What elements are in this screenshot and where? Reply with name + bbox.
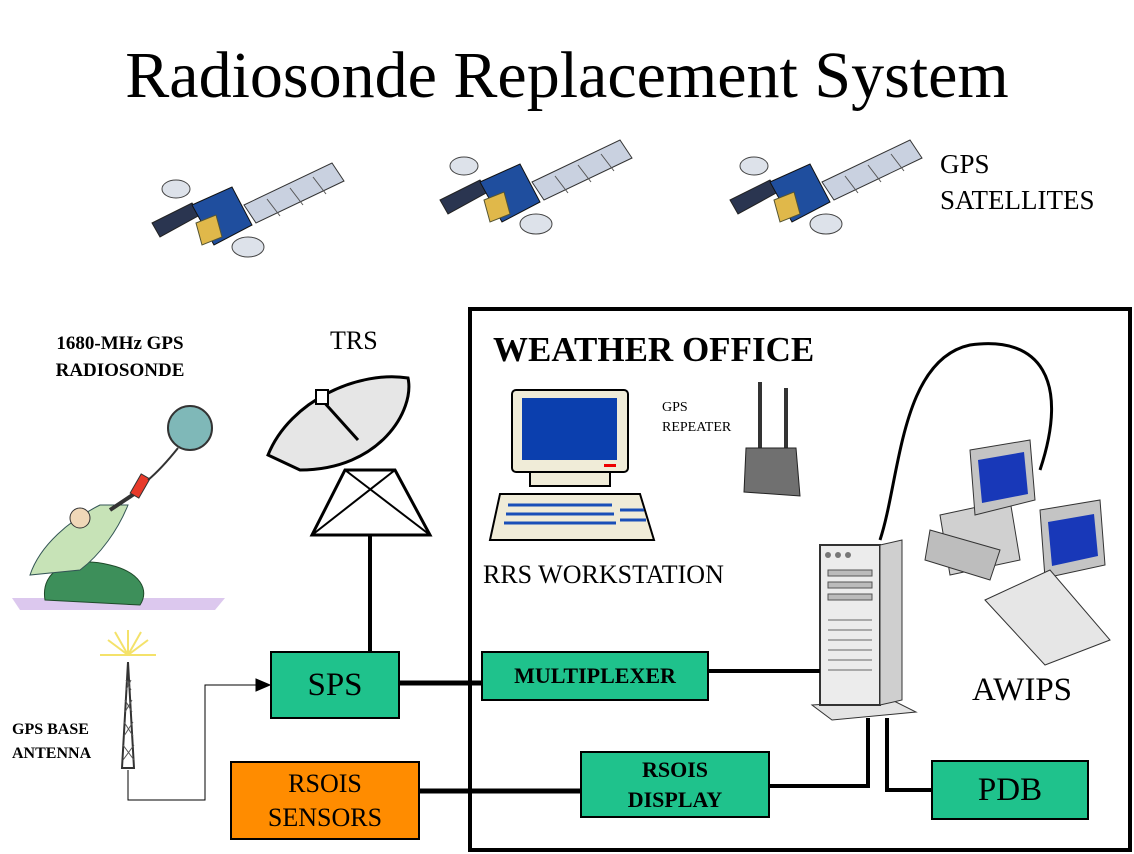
- sps-box: SPS: [270, 651, 400, 719]
- radiosonde-launcher-icon: [12, 405, 225, 610]
- awips-computers-icon: [924, 439, 1111, 666]
- gps-satellites-label: GPS SATELLITES: [940, 149, 1095, 215]
- rsois-sensors-box: RSOIS SENSORS: [230, 761, 420, 840]
- awips-cable: [878, 342, 1054, 541]
- connection-lines: [127, 669, 931, 801]
- gps-repeater-icon: [743, 382, 801, 497]
- rrs-workstation-label: RRS WORKSTATION: [483, 560, 724, 589]
- diagram-title: Radiosonde Replacement System: [125, 39, 1009, 112]
- rsois-display-box: RSOIS DISPLAY: [580, 751, 770, 818]
- server-tower-icon: [810, 539, 918, 721]
- multiplexer-box: MULTIPLEXER: [481, 651, 709, 701]
- gps-base-antenna-label: GPS BASE ANTENNA: [12, 721, 92, 762]
- pdb-box: PDB: [931, 760, 1089, 820]
- radiosonde-label: 1680-MHz GPS RADIOSONDE: [55, 333, 185, 381]
- trs-label: TRS: [330, 326, 378, 355]
- workstation-icon: [488, 389, 656, 541]
- dish-antenna-icon: [266, 375, 433, 651]
- weather-office-label: WEATHER OFFICE: [493, 330, 815, 369]
- satellite-icon: [439, 139, 633, 235]
- gps-repeater-label: GPS REPEATER: [662, 400, 732, 435]
- weather-office-frame: [468, 307, 1132, 852]
- gps-base-antenna-icon: [100, 630, 156, 769]
- awips-label: AWIPS: [972, 672, 1073, 708]
- satellite-icon: [151, 162, 345, 258]
- satellite-icon: [729, 139, 923, 235]
